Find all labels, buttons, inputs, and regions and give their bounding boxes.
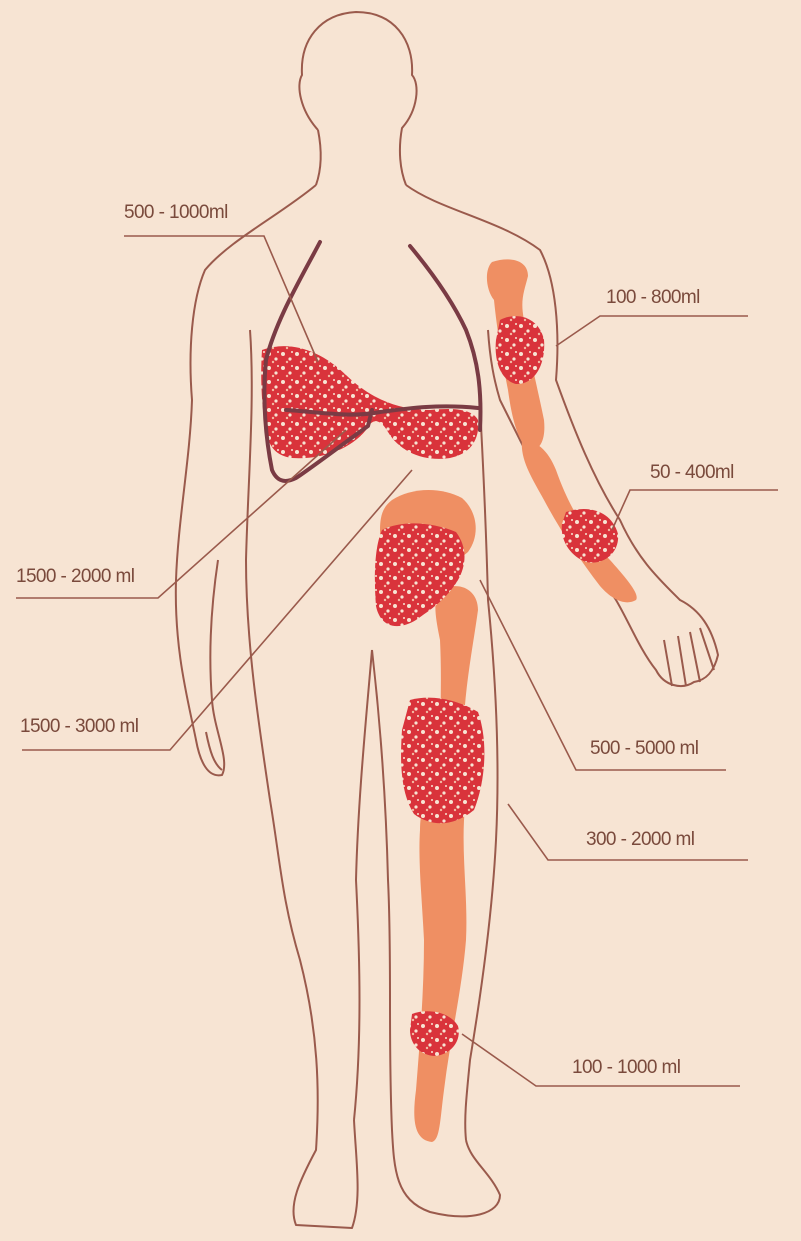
- label-humerus: 100 - 800ml: [606, 287, 700, 309]
- label-thorax-upper: 500 - 1000ml: [124, 202, 228, 224]
- label-tibia: 100 - 1000 ml: [572, 1057, 680, 1079]
- leader-abdomen: [22, 470, 412, 750]
- femur-blood: [401, 698, 484, 824]
- right-lung-outline: [410, 246, 480, 430]
- neck-left-outline: [316, 130, 321, 185]
- label-thorax-hemothorax: 1500 - 2000 ml: [16, 566, 134, 588]
- label-abdomen: 1500 - 3000 ml: [20, 716, 138, 738]
- label-femur: 300 - 2000 ml: [586, 829, 694, 851]
- leader-lines: [16, 236, 778, 1086]
- head-outline: [299, 12, 416, 185]
- left-side-body-outline: [246, 330, 358, 1228]
- inner-left-leg-outline: [354, 650, 372, 1120]
- tibia-bone: [414, 797, 466, 1142]
- leader-forearm: [612, 490, 778, 530]
- humerus-blood: [496, 316, 545, 384]
- forearm-blood: [562, 509, 618, 563]
- label-pelvis: 500 - 5000 ml: [590, 738, 698, 760]
- leader-humerus: [556, 316, 748, 346]
- lung-blood: [261, 346, 478, 459]
- label-forearm: 50 - 400ml: [650, 462, 734, 484]
